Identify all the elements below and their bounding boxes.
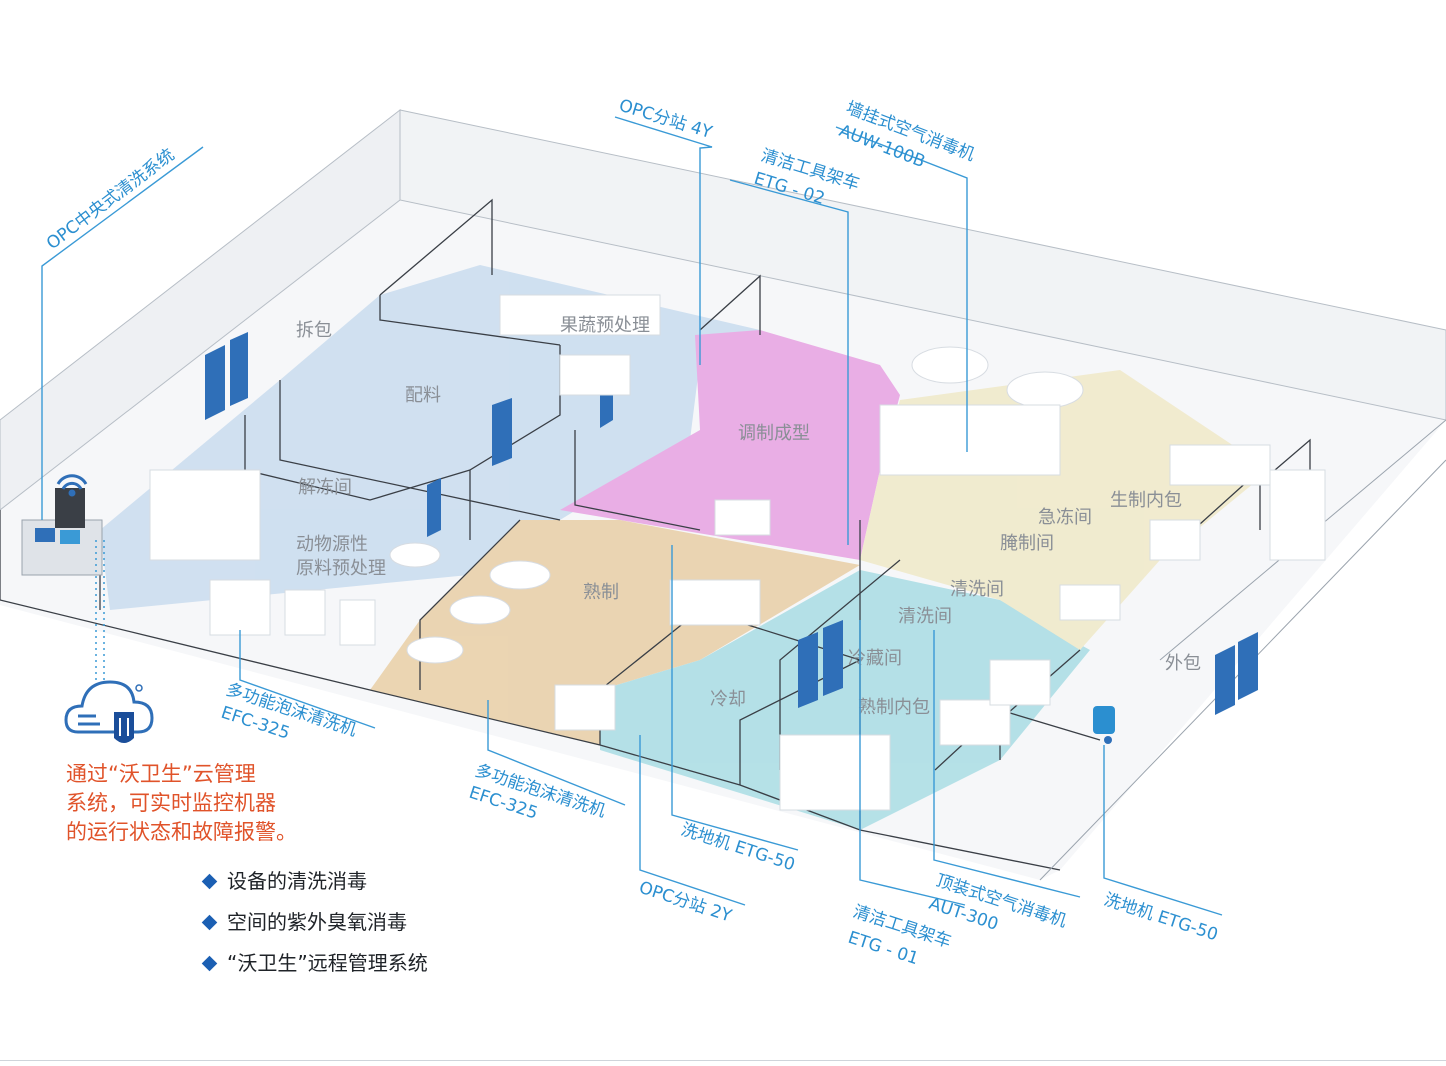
room-labels: 拆包 果蔬预处理 配料 调制成型 解冻间 动物源性 原料预处理 熟制 急冻间 生… — [296, 315, 1201, 718]
room-label-cold-store: 冷藏间 — [848, 648, 902, 669]
room-label-unpack: 拆包 — [296, 320, 332, 341]
room-label-wash-2: 清洗间 — [898, 606, 952, 627]
room-label-cooling: 冷却 — [710, 689, 746, 710]
bottom-divider — [0, 1060, 1446, 1061]
equipment — [149, 294, 1326, 811]
room-label-cooking: 熟制 — [583, 582, 619, 603]
floor-scrubber-icon — [1093, 706, 1115, 744]
diamond-bullet-icon — [201, 955, 218, 972]
feature-item: 空间的紫外臭氧消毒 — [200, 907, 428, 948]
feature-item: “沃卫生”远程管理系统 — [200, 948, 428, 989]
opc-central-station — [21, 488, 103, 576]
room-label-cooked-pack: 熟制内包 — [858, 697, 930, 718]
note-line-1: 通过“沃卫生”云管理 — [66, 762, 256, 786]
note-line-2: 系统，可实时监控机器 — [66, 791, 276, 815]
feature-label: 设备的清洗消毒 — [227, 869, 367, 893]
feature-label: “沃卫生”远程管理系统 — [227, 951, 428, 975]
diamond-bullet-icon — [201, 914, 218, 931]
doors — [205, 332, 1258, 715]
callout-lines — [41, 116, 1223, 916]
callout-etg50-mid: 洗地机 ETG-50 — [678, 820, 797, 876]
room-label-batching: 配料 — [405, 385, 441, 406]
callout-etg50-right: 洗地机 ETG-50 — [1101, 890, 1220, 946]
room-label-mixing: 调制成型 — [738, 423, 810, 444]
feature-list: 设备的清洗消毒 空间的紫外臭氧消毒 “沃卫生”远程管理系统 — [200, 866, 428, 989]
room-label-fruit-veg: 果蔬预处理 — [560, 315, 650, 336]
feature-item: 设备的清洗消毒 — [200, 866, 428, 907]
cloud-monitor-icon — [64, 680, 154, 743]
room-label-thawing: 解冻间 — [298, 477, 352, 498]
callout-opc-4y: OPC分站 4Y — [617, 96, 715, 143]
cloud-monitoring-note: 通过“沃卫生”云管理 系统，可实时监控机器 的运行状态和故障报警。 — [66, 760, 386, 847]
feature-label: 空间的紫外臭氧消毒 — [227, 910, 407, 934]
zones — [100, 265, 1270, 830]
room-label-wash-1: 清洗间 — [950, 579, 1004, 600]
callout-opc-central: OPC中央式清洗系统 — [43, 145, 178, 254]
room-label-animal-1: 动物源性 — [296, 534, 368, 555]
note-line-3: 的运行状态和故障报警。 — [66, 820, 297, 844]
wifi-icon — [56, 474, 88, 497]
room-label-outer-pack: 外包 — [1165, 653, 1201, 674]
room-label-raw-pack: 生制内包 — [1110, 490, 1182, 511]
room-label-quick-freeze: 急冻间 — [1038, 507, 1092, 528]
room-label-marinate: 腌制间 — [1000, 533, 1054, 554]
diamond-bullet-icon — [201, 873, 218, 890]
room-label-animal-2: 原料预处理 — [296, 558, 386, 579]
